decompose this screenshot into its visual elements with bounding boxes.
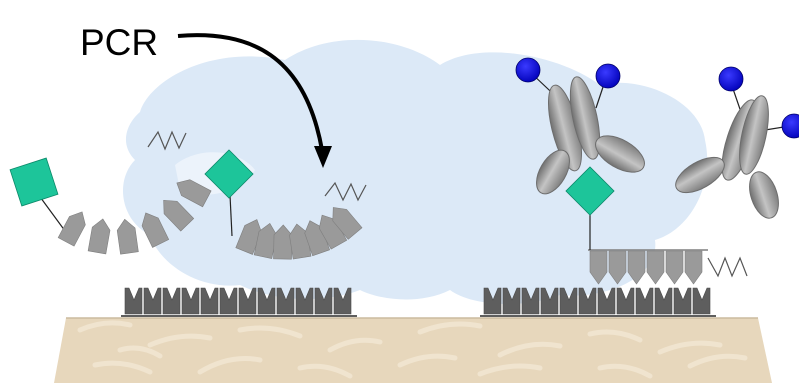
base-unit <box>314 287 333 315</box>
surface-texture <box>66 317 758 379</box>
probe-subunit <box>665 250 684 285</box>
probe-tail <box>324 181 367 202</box>
hapten-square <box>9 157 59 207</box>
texture-stroke <box>477 363 543 377</box>
probe-strand <box>588 249 708 285</box>
texture-stroke <box>497 341 563 358</box>
probe-subunit <box>684 250 703 285</box>
probe-subunit <box>163 199 195 232</box>
texture-stroke <box>147 333 213 348</box>
pcr-label: PCR <box>80 22 158 63</box>
hapten-diamond <box>204 149 254 199</box>
probe-subunit <box>141 212 170 248</box>
base-unit <box>276 287 295 315</box>
probe-tail <box>707 256 748 278</box>
probe-subunit <box>646 250 665 285</box>
solid-surface <box>54 317 772 383</box>
hapten-diamond <box>565 166 615 216</box>
base-unit <box>635 287 654 315</box>
enzyme-label <box>718 66 744 92</box>
texture-stroke <box>657 340 723 355</box>
enzyme-label <box>781 113 799 139</box>
antibody-free <box>675 66 799 219</box>
probe-strand <box>235 207 363 260</box>
base-unit <box>673 287 692 315</box>
texture-stroke <box>327 337 383 353</box>
base-unit <box>181 287 200 315</box>
probe-subunit <box>627 250 646 285</box>
texture-stroke <box>587 329 643 343</box>
anchor-strand-left <box>121 287 357 317</box>
texture-stroke <box>237 325 303 339</box>
enzyme-label <box>515 57 541 83</box>
probe-subunit <box>176 179 212 208</box>
base-unit <box>162 287 181 315</box>
texture-stroke <box>197 356 263 375</box>
probe-subunit <box>57 211 86 247</box>
free-probe-center <box>204 149 367 260</box>
base-unit <box>597 287 616 315</box>
base-unit <box>654 287 673 315</box>
base-unit <box>616 287 635 315</box>
base-unit <box>540 287 559 315</box>
free-probe-left <box>9 130 212 255</box>
probe-subunit <box>116 218 139 255</box>
base-unit <box>502 287 521 315</box>
base-unit <box>521 287 540 315</box>
probe-subunit <box>332 207 363 240</box>
probe-tail <box>147 130 187 151</box>
base-unit <box>200 287 219 315</box>
texture-stroke <box>417 321 483 335</box>
texture-stroke <box>597 363 653 379</box>
base-unit <box>238 287 257 315</box>
texture-stroke <box>117 345 163 359</box>
base-unit <box>257 287 276 315</box>
base-unit <box>483 287 502 315</box>
probe-subunit <box>87 218 111 255</box>
texture-stroke <box>92 360 153 375</box>
base-unit <box>559 287 578 315</box>
probe-subunit <box>589 250 608 285</box>
texture-stroke <box>297 363 353 379</box>
pcr-arrow <box>177 33 332 168</box>
base-unit <box>333 287 352 315</box>
hybridized-probe <box>588 215 748 285</box>
probe-subunit <box>608 250 627 285</box>
base-unit <box>124 287 143 315</box>
texture-stroke <box>687 353 748 369</box>
base-unit <box>295 287 314 315</box>
base-unit <box>578 287 597 315</box>
base-unit <box>143 287 162 315</box>
texture-stroke <box>397 353 458 368</box>
anchor-strand-right <box>480 287 716 317</box>
base-unit <box>219 287 238 315</box>
probe-strand <box>57 179 212 255</box>
enzyme-label <box>595 63 621 89</box>
texture-stroke <box>77 320 133 333</box>
base-unit <box>692 287 711 315</box>
antibody-bound <box>515 57 645 216</box>
